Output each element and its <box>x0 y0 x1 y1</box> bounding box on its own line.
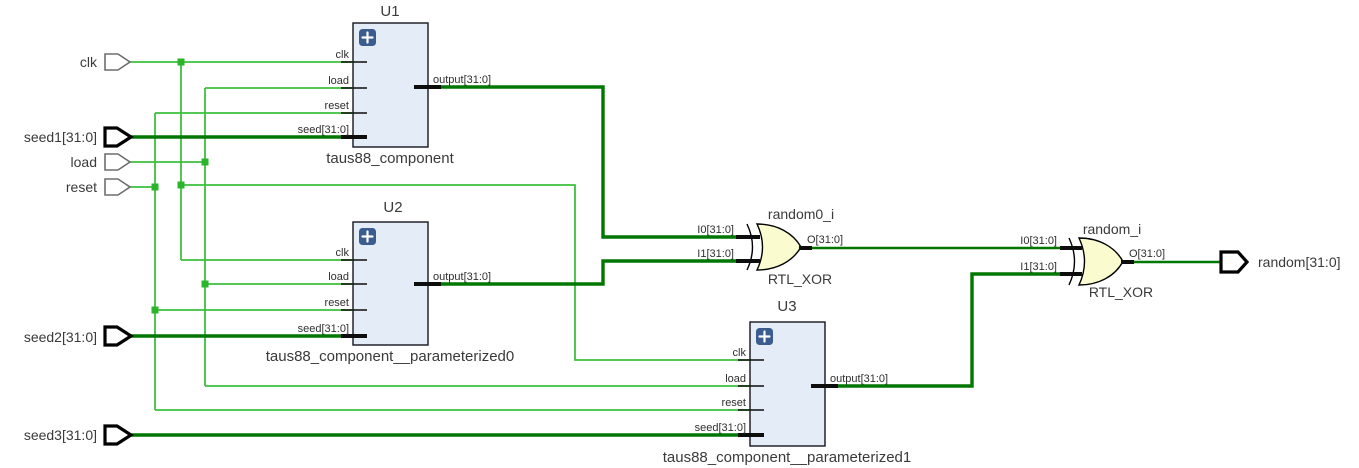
gate-type-label: RTL_XOR <box>1089 284 1153 300</box>
block-instance-label: U1 <box>380 3 399 20</box>
gate-instance-label: random0_i <box>768 206 834 222</box>
xor-gate-random0-i[interactable] <box>746 223 802 271</box>
pin-label: output[31:0] <box>433 271 491 283</box>
wire-u3-output-bus[interactable] <box>825 272 1061 388</box>
port-label-seed1: seed1[31:0] <box>24 129 97 145</box>
wire-clk-net[interactable] <box>130 61 750 361</box>
pin-label: reset <box>325 100 349 112</box>
block-type-label: taus88_component <box>326 150 454 167</box>
pin-label: seed[31:0] <box>695 422 746 434</box>
pin-label: load <box>328 75 349 87</box>
pin-label: reset <box>325 297 349 309</box>
pin-label: clk <box>336 247 350 259</box>
port-label-reset: reset <box>66 179 97 195</box>
block-type-label: taus88_component__parameterized1 <box>663 449 912 466</box>
input-port-load[interactable] <box>104 153 132 171</box>
pin-label: O[31:0] <box>1129 248 1165 260</box>
pin-label: output[31:0] <box>433 74 491 86</box>
gate-instance-label: random_i <box>1083 221 1141 237</box>
expand-plus-icon[interactable] <box>756 328 773 345</box>
wire-u2-output-bus[interactable] <box>428 259 737 286</box>
pin-label: O[31:0] <box>807 234 843 246</box>
block-instance-label: U2 <box>383 199 402 216</box>
pin-label: load <box>725 373 746 385</box>
input-port-seed1[interactable] <box>103 126 134 148</box>
xor-gate-random-i[interactable] <box>1068 237 1124 286</box>
input-port-seed3[interactable] <box>103 424 134 446</box>
pin-label: seed[31:0] <box>298 323 349 335</box>
block-instance-label: U3 <box>777 298 796 315</box>
port-label-load: load <box>71 154 97 170</box>
pin-label: load <box>328 271 349 283</box>
pin-label: seed[31:0] <box>298 124 349 136</box>
pin-label: clk <box>336 49 350 61</box>
port-label-random: random[31:0] <box>1258 254 1341 270</box>
wire-reset-net[interactable] <box>130 112 750 411</box>
pin-label: I1[31:0] <box>697 248 734 260</box>
expand-plus-icon[interactable] <box>359 228 376 245</box>
port-label-seed3: seed3[31:0] <box>24 427 97 443</box>
module-block-u3[interactable] <box>749 321 826 447</box>
pin-label: clk <box>733 347 747 359</box>
input-port-reset[interactable] <box>104 178 132 196</box>
expand-plus-icon[interactable] <box>359 29 376 46</box>
pin-stubs <box>341 61 1134 437</box>
output-port-random[interactable] <box>1219 250 1250 274</box>
block-type-label: taus88_component__parameterized0 <box>266 348 515 365</box>
gate-type-label: RTL_XOR <box>768 271 832 287</box>
pin-label: reset <box>722 397 746 409</box>
wire-junctions <box>151 58 209 314</box>
port-label-seed2: seed2[31:0] <box>24 329 97 345</box>
pin-label: I0[31:0] <box>697 224 734 236</box>
input-port-clk[interactable] <box>104 53 132 71</box>
wire-u1-output-bus[interactable] <box>428 85 737 239</box>
pin-label: output[31:0] <box>830 373 888 385</box>
pin-label: I0[31:0] <box>1020 235 1057 247</box>
input-port-seed2[interactable] <box>103 325 134 347</box>
pin-label: I1[31:0] <box>1020 261 1057 273</box>
port-label-clk: clk <box>80 54 98 70</box>
